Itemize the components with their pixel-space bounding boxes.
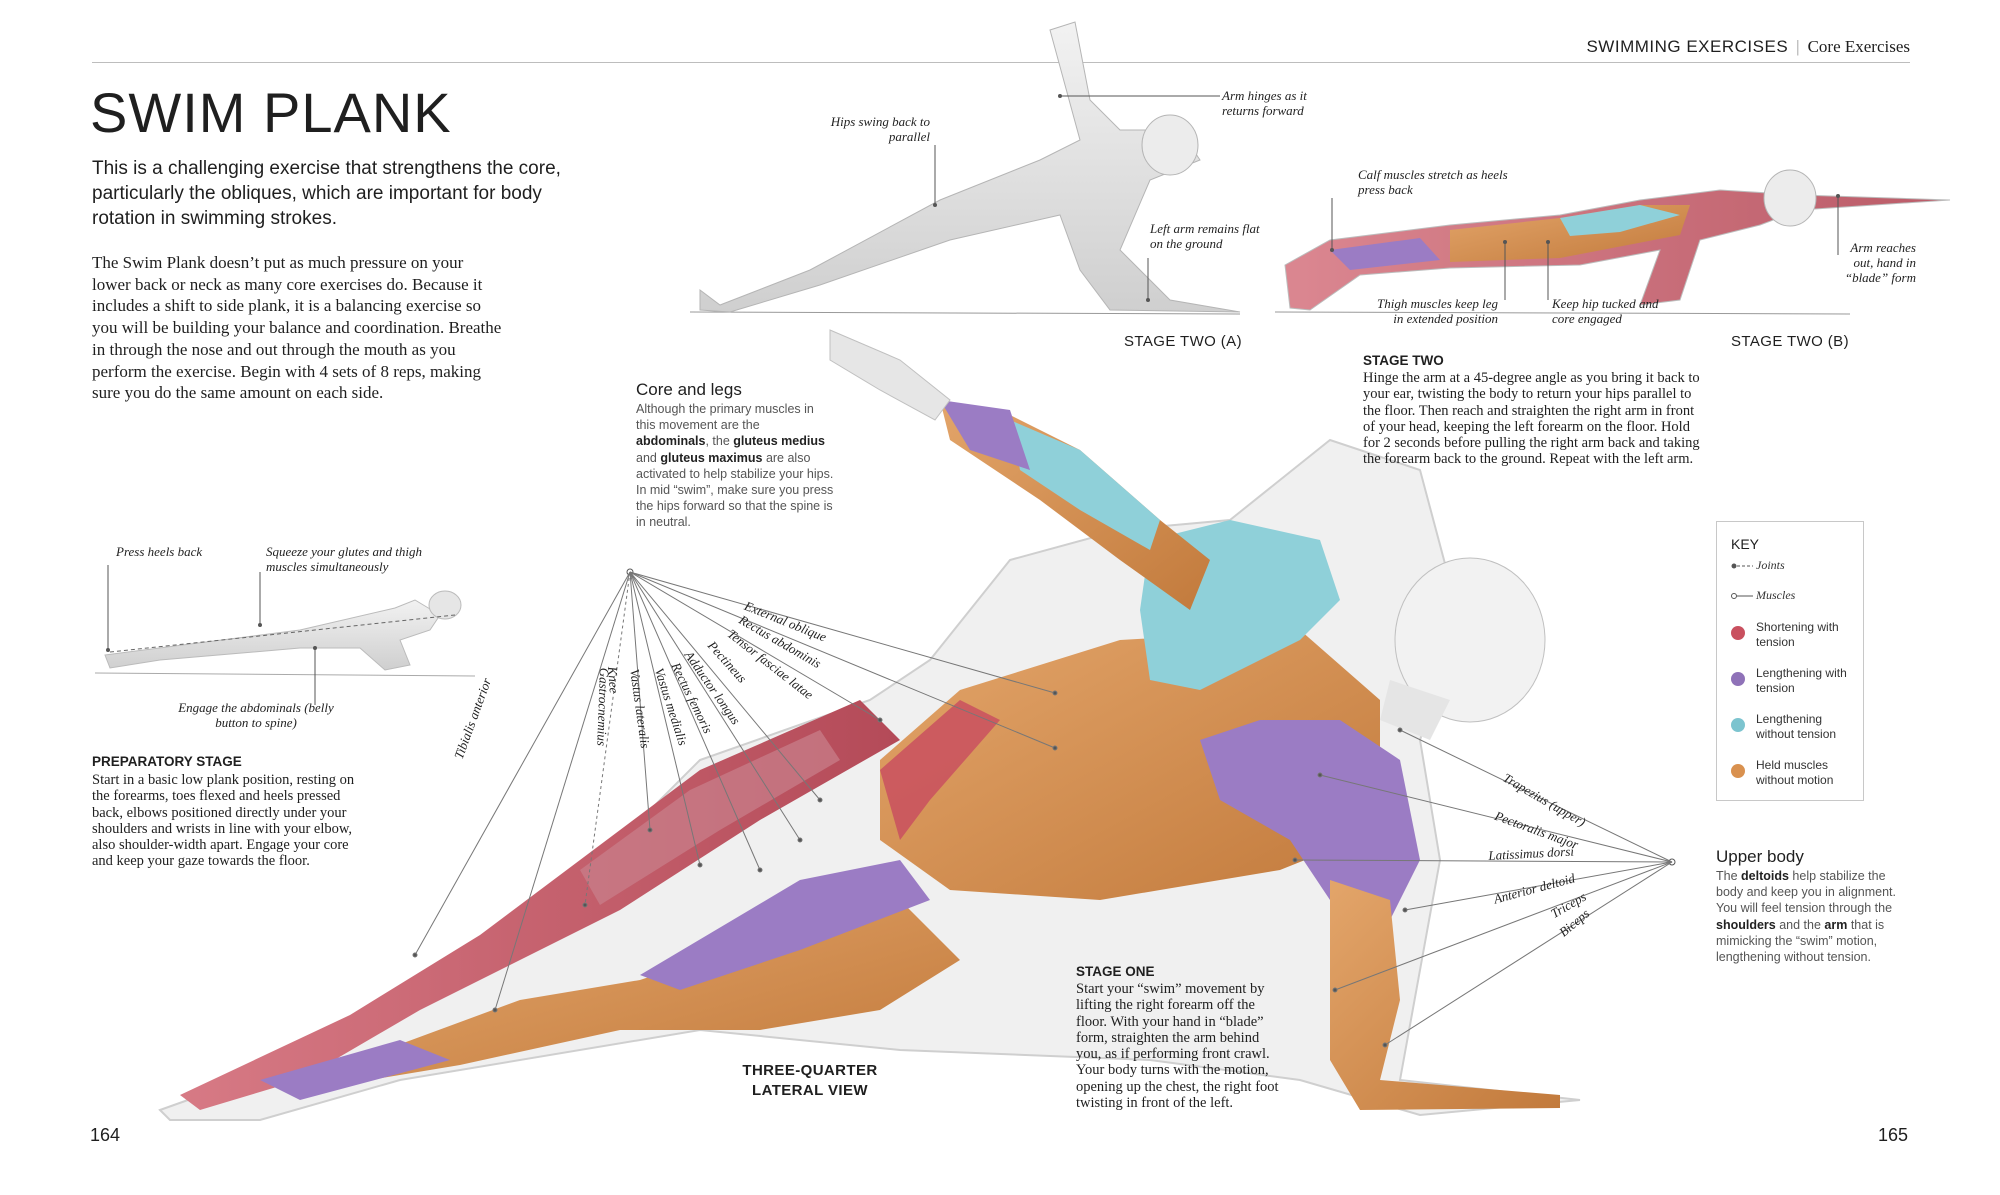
label-hips-swing: Hips swing back to parallel [830, 114, 930, 144]
stage2b-figure [1274, 169, 1951, 315]
muscle-label-gastrocnemius: Gastrocnemius [594, 667, 612, 747]
prep-text: Start in a basic low plank position, res… [92, 772, 355, 870]
label-left-arm-flat: Left arm remains flat on the ground [1150, 221, 1260, 251]
prep-figure [94, 565, 476, 705]
key-title: KEY [1731, 536, 1760, 552]
page-number-left: 164 [90, 1125, 121, 1145]
label-hip-tucked: Keep hip tucked and core engaged [1552, 296, 1659, 326]
color-swatch [1731, 764, 1745, 778]
label-calf-muscles: Calf muscles stretch as heels press back [1358, 167, 1508, 197]
stage2a-caption: STAGE TWO (A) [1124, 333, 1242, 350]
label-squeeze-glutes: Squeeze your glutes and thigh muscles si… [266, 544, 422, 574]
color-swatch [1731, 718, 1745, 732]
stage2b-caption: STAGE TWO (B) [1731, 333, 1849, 350]
label-engage-abdominals: Engage the abdominals (belly button to s… [178, 700, 334, 730]
subsection-title: Core Exercises [1807, 37, 1910, 56]
label-arm-reaches: Arm reaches out, hand in “blade” form [1844, 240, 1916, 285]
color-swatch [1731, 626, 1745, 640]
intro-paragraph: This is a challenging exercise that stre… [92, 158, 561, 229]
main-caption: THREE-QUARTER LATERAL VIEW [742, 1062, 878, 1099]
header-separator: | [1796, 37, 1800, 56]
page-title: SWIM PLANK [90, 81, 452, 144]
prep-heading: PREPARATORY STAGE [92, 754, 242, 769]
legend-key: KEY Joints Muscles Shortening with tensi… [1716, 521, 1864, 801]
upper-body-title: Upper body [1716, 847, 1804, 866]
body-paragraph: The Swim Plank doesn’t put as much press… [92, 253, 502, 403]
label-arm-hinges: Arm hinges as it returns forward [1222, 88, 1307, 118]
running-header: SWIMMING EXERCISES | Core Exercises [1586, 37, 1910, 57]
stage1-text: Start your “swim” movement by lifting th… [1076, 981, 1279, 1112]
core-legs-text: Although the primary muscles in this mov… [636, 402, 834, 530]
joint-marker-icon [1731, 563, 1753, 569]
color-swatch [1731, 672, 1745, 686]
stage2-heading: STAGE TWO [1363, 353, 1444, 368]
upper-body-text: The deltoids help stabilize the body and… [1716, 869, 1896, 965]
page-number-right: 165 [1878, 1125, 1909, 1145]
stage2-text: Hinge the arm at a 45-degree angle as yo… [1363, 370, 1700, 468]
label-press-heels: Press heels back [116, 544, 203, 559]
section-title: SWIMMING EXERCISES [1586, 37, 1789, 56]
stage2a-figure [689, 21, 1241, 315]
header-rule [92, 62, 1910, 63]
stage1-heading: STAGE ONE [1076, 964, 1155, 979]
label-thigh-muscles: Thigh muscles keep leg in extended posit… [1377, 296, 1498, 326]
main-figure [158, 329, 1676, 1121]
muscle-marker-icon [1731, 593, 1753, 599]
core-legs-title: Core and legs [636, 380, 742, 399]
